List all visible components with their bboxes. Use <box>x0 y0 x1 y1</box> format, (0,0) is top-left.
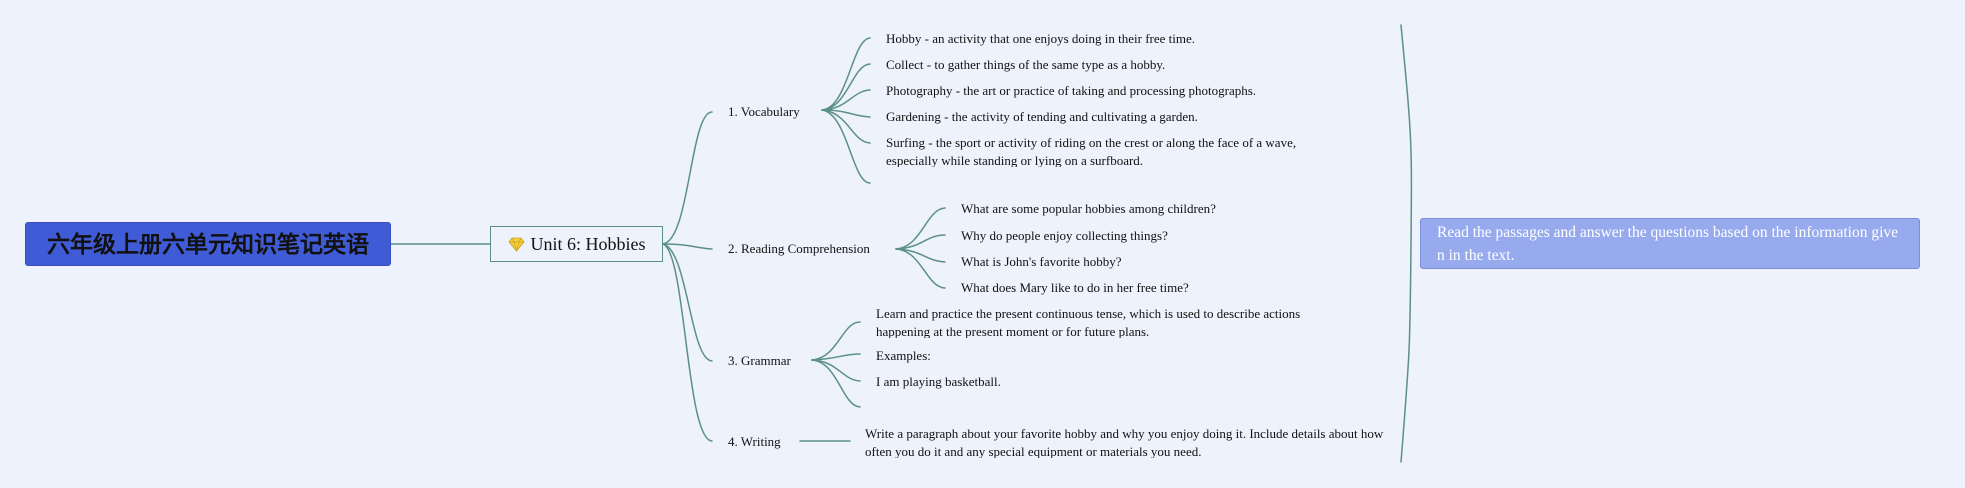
link-reading-2 <box>895 234 946 250</box>
branch-grammar[interactable]: 3. Grammar <box>728 353 791 368</box>
vocab-item-gardening[interactable]: Gardening - the activity of tending and … <box>886 109 1198 124</box>
reading-question-2[interactable]: Why do people enjoy collecting things? <box>961 228 1168 243</box>
reading-question-1[interactable]: What are some popular hobbies among chil… <box>961 201 1216 216</box>
link-grammar-1 <box>811 321 861 361</box>
link-grammar-4 <box>811 359 861 408</box>
branch-vocabulary[interactable]: 1. Vocabulary <box>728 104 800 119</box>
branch-reading-comprehension[interactable]: 2. Reading Comprehension <box>728 241 870 256</box>
link-reading-1 <box>895 207 946 250</box>
main-topic[interactable]: Unit 6: Hobbies <box>490 226 663 262</box>
vocab-item-photography[interactable]: Photography - the art or practice of tak… <box>886 83 1257 98</box>
link-vocab-4 <box>821 109 871 118</box>
root-topic-label: 六年级上册六单元知识笔记英语 <box>47 232 369 258</box>
link-main-writing <box>662 243 713 442</box>
writing-task[interactable]: Write a paragraph about your favorite ho… <box>865 426 1384 458</box>
summary-text: Read the passages and answer the questio… <box>1437 224 1899 264</box>
vocab-item-collect[interactable]: Collect - to gather things of the same t… <box>886 57 1166 72</box>
main-topic-label: Unit 6: Hobbies <box>530 234 646 254</box>
reading-question-3[interactable]: What is John's favorite hobby? <box>961 254 1122 269</box>
link-vocab-6 <box>821 109 871 184</box>
vocab-item-hobby[interactable]: Hobby - an activity that one enjoys doin… <box>886 31 1196 46</box>
link-main-reading <box>662 243 713 250</box>
reading-question-4[interactable]: What does Mary like to do in her free ti… <box>961 280 1189 295</box>
summary-note[interactable]: Read the passages and answer the questio… <box>1420 218 1920 269</box>
link-vocab-5 <box>821 109 871 144</box>
gem-icon <box>507 229 525 263</box>
link-vocab-2 <box>821 63 871 111</box>
link-vocab-1 <box>821 37 871 111</box>
link-vocab-3 <box>821 89 871 111</box>
summary-bracket <box>1400 24 1413 463</box>
link-main-grammar <box>662 243 713 362</box>
root-topic[interactable]: 六年级上册六单元知识笔记英语 <box>25 222 391 266</box>
grammar-item-present-continuous[interactable]: Learn and practice the present continuou… <box>876 306 1301 338</box>
link-grammar-2 <box>811 353 861 361</box>
grammar-item-examples[interactable]: Examples: <box>876 348 931 363</box>
link-main-vocabulary <box>662 111 713 245</box>
branch-writing[interactable]: 4. Writing <box>728 434 781 449</box>
grammar-item-example-sentence[interactable]: I am playing basketball. <box>876 374 1001 389</box>
link-reading-4 <box>895 248 946 289</box>
vocab-item-surfing[interactable]: Surfing - the sport or activity of ridin… <box>886 135 1297 167</box>
